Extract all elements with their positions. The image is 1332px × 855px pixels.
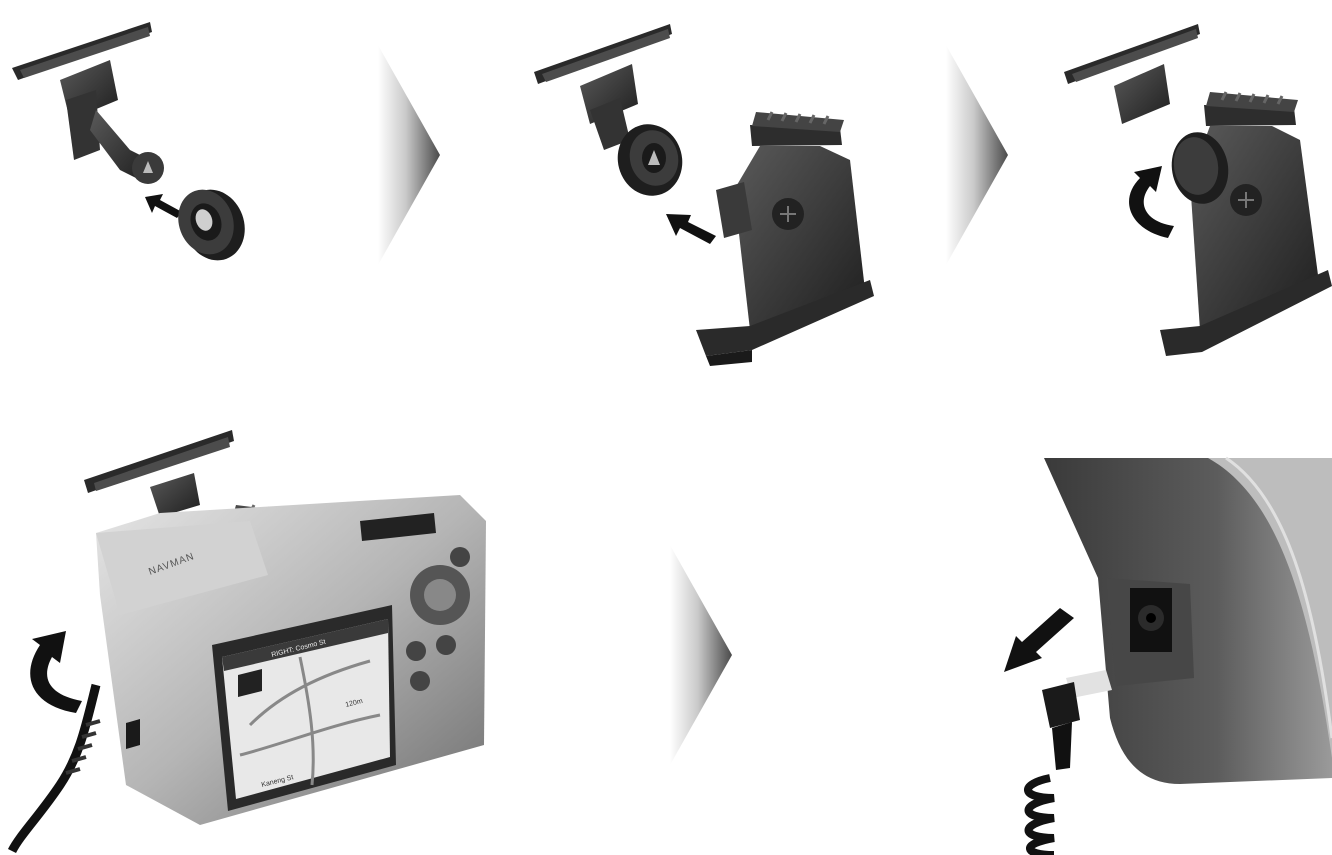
step-2-illustration bbox=[520, 0, 890, 390]
step-3-illustration bbox=[1050, 0, 1332, 390]
step-1-illustration bbox=[0, 0, 300, 290]
locking-nut bbox=[169, 181, 254, 269]
device-cradle bbox=[696, 112, 874, 366]
navigation-device: NAVMAN RIGHT: Cosmo St 120m Kaneng St bbox=[96, 495, 486, 825]
rotate-arrow bbox=[30, 631, 82, 713]
power-plug bbox=[1028, 670, 1112, 855]
device-cradle bbox=[1160, 92, 1332, 356]
step-4-illustration: NAVMAN RIGHT: Cosmo St 120m Kaneng St bbox=[0, 425, 500, 855]
direction-arrow bbox=[666, 214, 716, 244]
coiled-power-cable bbox=[12, 685, 100, 851]
power-socket bbox=[1130, 588, 1172, 652]
rotate-arrow bbox=[1129, 166, 1174, 238]
coiled-power-cable bbox=[1028, 778, 1054, 855]
step-chevron-1 bbox=[378, 45, 440, 265]
suction-cup-mount bbox=[12, 22, 152, 180]
mount-ball-joint bbox=[132, 152, 164, 184]
step-chevron-3 bbox=[670, 545, 732, 765]
step-chevron-2 bbox=[946, 45, 1008, 265]
direction-arrow bbox=[1004, 608, 1074, 672]
power-port bbox=[126, 719, 140, 749]
direction-arrow bbox=[145, 194, 182, 218]
step-5-illustration bbox=[980, 458, 1332, 855]
device-housing-closeup bbox=[1044, 458, 1332, 784]
suction-cup-mount bbox=[1064, 24, 1200, 124]
suction-cup-mount bbox=[84, 430, 234, 517]
